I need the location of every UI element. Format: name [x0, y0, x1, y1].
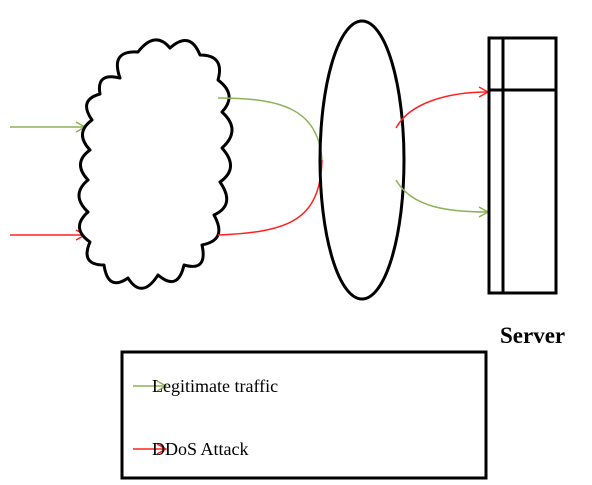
attack-path-to-filter [217, 159, 323, 236]
legend-item-legitimate: Legitimate traffic [133, 376, 278, 396]
legitimate-path-to-filter [217, 97, 323, 161]
legitimate-path-to-server [395, 179, 490, 218]
server-label: Server [500, 323, 565, 348]
legend-item-attack: DDoS Attack [133, 439, 249, 459]
network-cloud [77, 38, 234, 290]
filter-ellipse [318, 19, 406, 301]
legend-attack-label: DDoS Attack [152, 439, 249, 459]
server-icon [487, 36, 558, 295]
legend: Legitimate traffic DDoS Attack [120, 350, 488, 480]
legend-legitimate-label: Legitimate traffic [152, 376, 278, 396]
attack-path-to-server [395, 86, 490, 129]
